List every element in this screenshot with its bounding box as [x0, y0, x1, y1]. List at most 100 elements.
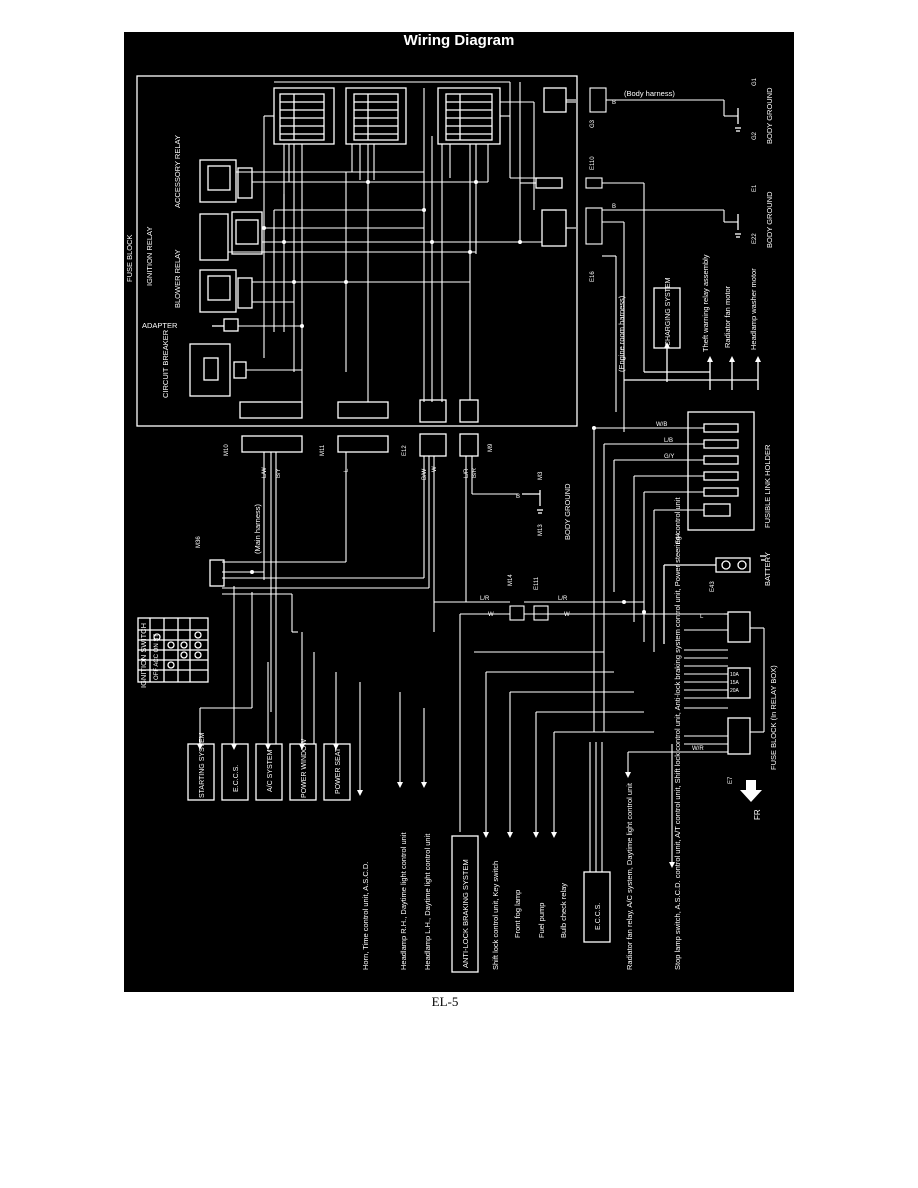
wire-code-b: B: [516, 494, 520, 500]
connector-m14: M14: [508, 574, 514, 586]
ext-connector-m11: [337, 435, 389, 453]
ignition-relay-label: IGNITION RELAY: [145, 227, 154, 286]
body-harness-label: (Body harness): [624, 89, 675, 98]
fuse-block-label: FUSE BLOCK: [125, 234, 134, 282]
abs-label: ANTI-LOCK BRAKING SYSTEM: [461, 859, 470, 968]
circuit-breaker-label: CIRCUIT BREAKER: [161, 329, 170, 398]
ignition-switch-label: IGNITION SWITCH: [139, 623, 148, 688]
connector-m11: M11: [320, 444, 326, 456]
connector-m13: M13: [538, 524, 544, 536]
wire-code-lw: L/W: [262, 467, 268, 478]
connector-m3: M3: [538, 471, 544, 480]
power-window-label: POWER WINDOW: [301, 739, 308, 798]
fusible-link-wires: [593, 427, 704, 732]
fb-connector-2: [337, 401, 389, 419]
page-title: Wiring Diagram: [403, 32, 515, 49]
connector-e1: E1: [752, 184, 758, 192]
blower-relay-box: [199, 269, 253, 313]
abs-box: [451, 835, 479, 973]
connector-e22: E22: [752, 233, 758, 244]
junction-dots: [250, 180, 646, 614]
connector-g2: G2: [752, 131, 758, 140]
ac-system-box: [255, 743, 283, 801]
wire-code-w-right: W: [564, 612, 570, 618]
fb-connector-1: [239, 401, 303, 419]
ignition-switch-table: [137, 617, 209, 683]
connector-m36: M36: [196, 536, 202, 548]
connector-g3: G3: [590, 119, 596, 128]
main-harness-label: (Main harness): [253, 503, 262, 554]
bottom-drops: [474, 651, 654, 872]
engine-room-harness-label: (Engine room harness): [617, 295, 626, 372]
wire-code-w: W: [432, 466, 438, 472]
page-footer: EL-5: [431, 994, 459, 1009]
wire-code-l: L: [344, 468, 350, 472]
wire-code-b-top: B: [612, 100, 616, 106]
battery-label: BATTERY: [763, 552, 772, 586]
body-ground-symbols: [522, 108, 766, 561]
front-fog-lamp-label: Front fog lamp: [513, 890, 522, 938]
switch-header-label: OFF ACC ON ST: [154, 634, 160, 680]
accessory-relay-box: [199, 159, 253, 203]
charging-system-box: [653, 287, 681, 349]
power-seat-label: POWER SEAT: [335, 747, 342, 794]
stop-lamp-switch-label: Stop lamp switch, A.S.C.D. control unit,…: [673, 497, 682, 970]
wire-code-l-right: L: [700, 614, 704, 620]
wire-code-wr: W/R: [692, 746, 704, 752]
headlamp-washer-label: Headlamp washer motor: [749, 268, 758, 350]
bulb-check-relay-label: Bulb check relay: [559, 883, 568, 938]
ext-connector-m9: [459, 433, 479, 457]
starting-system-label: STARTING SYSTEM: [199, 732, 206, 798]
adapter-connector: [223, 318, 239, 332]
wire-code-bw: B/W: [422, 468, 428, 480]
fr-label: FR: [753, 809, 762, 820]
ac-system-label: A/C SYSTEM: [267, 749, 274, 792]
fuse-block-relay-box-label: FUSE BLOCK (In RELAY BOX): [769, 665, 778, 770]
body-ground-label-1: BODY GROUND: [765, 87, 774, 144]
fuse-rating-3: 20A: [730, 688, 740, 694]
headlamp-lh-label: Headlamp L.H., Daytime light control uni…: [423, 833, 432, 970]
fuse-block-internal-wires: [228, 81, 576, 402]
ignition-switch-connector: [209, 559, 225, 587]
fuse-rating-2: 15A: [730, 680, 740, 686]
ext-connector-e12: [419, 433, 447, 457]
connector-g1: G1: [752, 77, 758, 86]
wiring-to-systems: [199, 586, 425, 790]
fb-connector-3: [419, 399, 447, 423]
wire-code-br: B/R: [472, 467, 478, 478]
wire-code-lr-right: L/R: [558, 596, 568, 602]
charging-system-label: CHARGING SYSTEM: [665, 277, 672, 346]
ignition-relay-box: [199, 211, 263, 261]
eccs-box-right: [583, 871, 611, 943]
wire-code-by: B/Y: [276, 468, 282, 478]
shift-lock-label: Shift lock control unit, Key switch: [491, 861, 500, 970]
adapter-label: ADAPTER: [142, 321, 178, 330]
eccs-right-label: E.C.C.S.: [595, 903, 602, 930]
radiator-fan-relay-label: Radiator fan relay, A/C system, Daytime …: [625, 782, 634, 970]
ext-connector-m10: [241, 435, 303, 453]
relay-box-fuse-block: [727, 611, 751, 755]
wire-code-b-mid: B: [612, 204, 616, 210]
wire-code-lr-mid: L/R: [480, 596, 490, 602]
fusible-link-holder-label: FUSIBLE LINK HOLDER: [763, 444, 772, 528]
headlamp-rh-label: Headlamp R.H., Daytime light control uni…: [399, 832, 408, 970]
body-harness-wiring: [566, 87, 738, 432]
connector-m10: M10: [224, 444, 230, 456]
connector-m9: M9: [488, 443, 494, 452]
connector-e43: E43: [710, 581, 716, 592]
fb-connector-4: [459, 399, 479, 423]
theft-warning-label: Theft warning relay assembly: [701, 254, 710, 352]
front-direction-arrow-icon: [740, 780, 762, 802]
body-ground-label-2: BODY GROUND: [765, 191, 774, 248]
fuse-block-frame: [136, 75, 578, 427]
fuse-cluster-right: [437, 87, 501, 145]
body-ground-label-3: BODY GROUND: [563, 483, 572, 540]
relay-box-wiring: [627, 627, 765, 862]
blower-relay-label: BLOWER RELAY: [173, 249, 182, 308]
wire-code-lr: L/R: [464, 468, 470, 478]
wire-code-wb: W/B: [656, 422, 667, 428]
wiring-left-harness: [222, 452, 518, 752]
connector-e16: E16: [590, 271, 596, 282]
fuse-cluster-middle: [345, 87, 407, 145]
connector-e111: E111: [534, 576, 540, 590]
